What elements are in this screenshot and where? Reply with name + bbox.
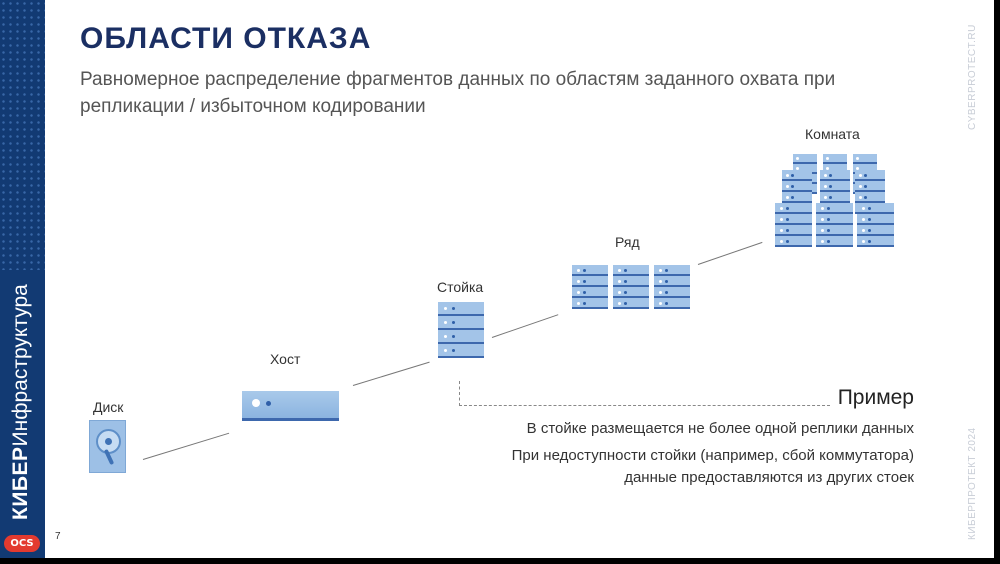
ocs-logo: OCS — [4, 535, 40, 552]
host-led — [266, 401, 271, 406]
slide-subtitle: Равномерное распределение фрагментов дан… — [80, 69, 836, 117]
row-rack-icon — [613, 265, 649, 309]
dot-pattern — [0, 0, 45, 270]
example-line-3: данные предоставляются из других стоек — [624, 469, 914, 486]
rack-unit — [438, 316, 484, 330]
rack-icon — [438, 302, 484, 358]
connector-host-rack — [352, 361, 430, 386]
label-rack: Стойка — [437, 279, 484, 295]
side-url: CYBERPROTECT.RU — [967, 24, 978, 130]
brand-wordmark: КИБЕРИнфраструктура — [9, 284, 33, 520]
rack-unit — [438, 302, 484, 316]
page-number: 7 — [55, 531, 61, 542]
example-bracket — [459, 381, 830, 406]
rack-unit — [438, 344, 484, 358]
label-host: Хост — [270, 351, 301, 367]
disk-icon — [89, 420, 126, 473]
brand-bold: КИБЕР — [9, 446, 32, 520]
brand-band: КИБЕРИнфраструктура OCS — [0, 0, 45, 558]
label-disk: Диск — [93, 399, 124, 415]
slide-title: ОБЛАСТИ ОТКАЗА — [80, 22, 372, 55]
rack-unit — [438, 330, 484, 344]
side-copyright: КИБЕРПРОТЕКТ 2024 — [967, 427, 978, 540]
label-row: Ряд — [615, 234, 640, 250]
disk-hub — [105, 438, 112, 445]
connector-rack-row — [491, 314, 559, 338]
label-room: Комната — [805, 126, 860, 142]
example-title: Пример — [837, 386, 914, 409]
row-rack-icon — [654, 265, 690, 309]
example-line-1: В стойке размещается не более одной репл… — [526, 420, 914, 437]
host-led — [252, 399, 260, 407]
brand-regular: Инфраструктура — [9, 284, 32, 447]
row-rack-icon — [572, 265, 608, 309]
connector-disk-host — [142, 432, 230, 460]
connector-row-room — [697, 241, 763, 265]
example-line-2: При недоступности стойки (например, сбой… — [511, 447, 914, 464]
host-server-icon — [242, 391, 339, 421]
